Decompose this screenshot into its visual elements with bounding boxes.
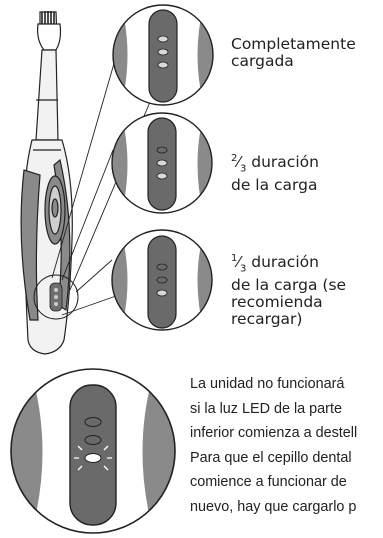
led-detail-full [113, 5, 213, 105]
blinking-note: La unidad no funcionará si la luz LED de… [190, 372, 357, 519]
toothbrush-icon [20, 11, 73, 355]
led-detail-two-thirds [112, 113, 212, 213]
note-line: inferior comienza a destell [190, 425, 358, 441]
label-two-thirds-line1: duración [246, 153, 319, 172]
fraction-denominator: 3 [239, 263, 247, 275]
note-line: La unidad no funcionará [190, 376, 345, 392]
label-two-thirds-line2: de la carga [231, 176, 318, 195]
label-two-thirds: 2⁄3 duración de la carga [231, 153, 319, 195]
label-one-third: 1⁄3 duración de la carga (se recomienda … [231, 253, 347, 329]
label-one-third-line1: duración [246, 253, 319, 272]
led-reference-circle [33, 274, 79, 320]
led-detail-one-third [112, 230, 212, 330]
label-full: Completamente cargada [231, 36, 356, 70]
label-full-line1: Completamente [231, 35, 356, 53]
fraction-numerator: 2 [231, 153, 238, 164]
label-one-third-line2: de la carga (se [231, 276, 347, 295]
label-full-line2: cargada [231, 52, 294, 70]
label-one-third-line4: recargar) [231, 310, 303, 329]
led-detail-blinking [11, 369, 175, 533]
label-one-third-line3: recomienda [231, 293, 323, 312]
fraction-denominator: 3 [239, 163, 247, 175]
note-line: Para que el cepillo dental [190, 449, 352, 466]
note-line: nuevo, hay que cargarlo p [190, 498, 357, 515]
fraction-numerator: 1 [231, 253, 238, 264]
note-line: si la luz LED de la parte [190, 400, 342, 417]
note-line: comience a funcionar de [190, 474, 347, 490]
